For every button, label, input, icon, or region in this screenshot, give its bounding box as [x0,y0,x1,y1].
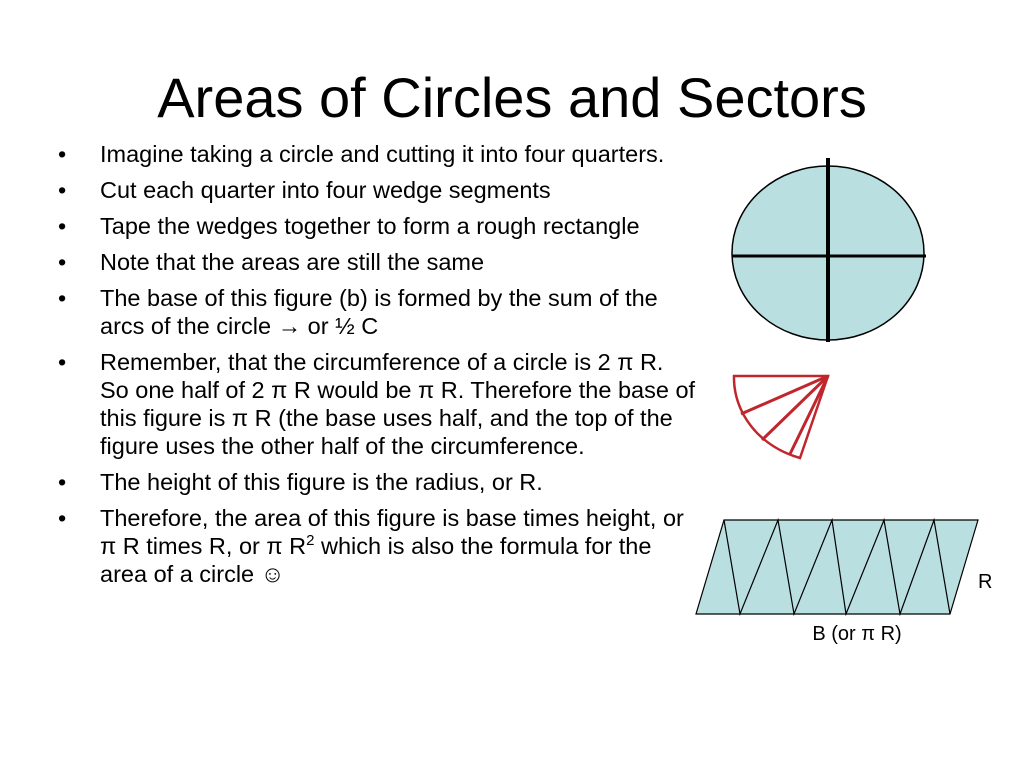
bullet-glyph: • [58,177,67,203]
base-label: B (or π R) [812,623,902,645]
bullet-text-tail: which is also the formula for the area o… [100,533,652,587]
wedge-cut-line [760,374,830,442]
slide-title: Areas of Circles and Sectors [157,66,867,129]
wedge-rectangle-figure [695,518,979,617]
quartered-circle-figure [731,158,926,342]
bullet-glyph: • [58,505,67,531]
bullet-text: Cut each quarter into four wedge segment… [100,177,551,203]
wedge-cut-line [740,374,829,416]
bullet-item: • Therefore, the area of this figure is b… [58,504,698,588]
bullet-item: • Tape the wedges together to form a roug… [58,212,698,240]
bullet-glyph: • [58,249,67,275]
bullet-text: The height of this figure is the radius,… [100,469,543,495]
bullet-text: The base of this figure (b) is formed by… [100,285,658,339]
wedge-sector-figure [732,374,830,460]
bullet-glyph: • [58,285,67,311]
bullet-item: • Imagine taking a circle and cutting it … [58,140,698,168]
bullet-item: • Note that the areas are still the same [58,248,698,276]
height-label: R [978,571,993,593]
bullet-glyph: • [58,349,67,375]
bullet-glyph: • [58,141,67,167]
bullet-glyph: • [58,213,67,239]
bullet-item: • Cut each quarter into four wedge segmen… [58,176,698,204]
bullet-glyph: • [58,469,67,495]
wedge-cut-line [788,375,830,455]
bullet-item: • Remember, that the circumference of a c… [58,348,698,460]
sector-outline [732,374,830,460]
bullet-item: • The base of this figure (b) is formed b… [58,284,698,340]
bullet-text: Note that the areas are still the same [100,249,485,275]
superscript-two: 2 [306,532,315,550]
parallelogram-shape [695,519,979,615]
bullet-text: Tape the wedges together to form a rough… [100,213,640,239]
bullet-text: Therefore, the area of this figure is ba… [100,505,684,559]
bullet-item: • The height of this figure is the radius… [58,468,698,496]
bullet-text: Remember, that the circumference of a ci… [100,349,696,459]
wedge-zigzag-lines [723,518,951,617]
bullet-list: • Imagine taking a circle and cutting it … [58,140,698,596]
bullet-text: Imagine taking a circle and cutting it i… [100,141,665,167]
